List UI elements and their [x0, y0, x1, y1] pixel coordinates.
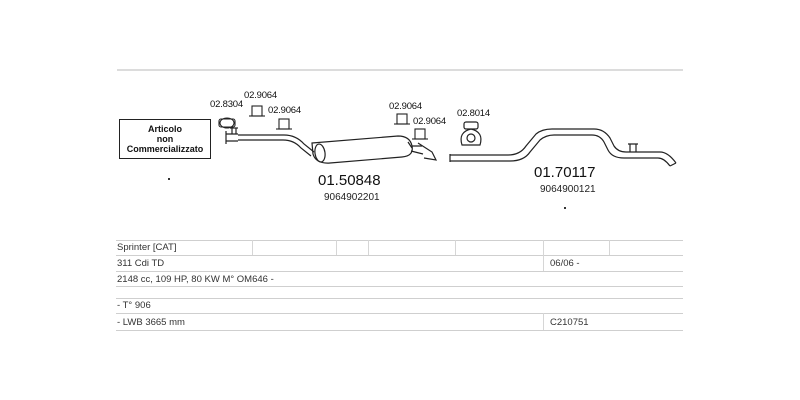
rear-section-number: 01.70117	[534, 164, 596, 181]
middle-section-oem: 9064902201	[324, 192, 380, 203]
part-code-02-9064-c: 02.9064	[389, 101, 422, 112]
middle-section-number: 01.50848	[318, 172, 381, 189]
table-line-3	[116, 286, 683, 287]
table-line-bottom	[116, 330, 683, 331]
vehicle-model: Sprinter [CAT]	[117, 242, 177, 253]
part-code-02-8304: 02.8304	[210, 99, 243, 110]
note-line-2: non	[156, 134, 174, 144]
table-divider-3	[368, 240, 369, 255]
vehicle-type: - T° 906	[117, 300, 151, 311]
hanger-rubbers-front	[218, 105, 428, 140]
front-pipe-stub	[225, 127, 238, 144]
part-code-02-9064-d: 02.9064	[413, 116, 446, 127]
vehicle-wheelbase: - LWB 3665 mm	[117, 317, 185, 328]
table-divider-2	[336, 240, 337, 255]
rear-section-oem: 9064900121	[540, 184, 596, 195]
exhaust-diagram: Articolo non Commercializzato 02.8304 02…	[117, 69, 683, 209]
part-code-02-9064-a: 02.9064	[244, 90, 277, 101]
marker-dot-right	[564, 207, 566, 209]
part-code-02-9064-b: 02.9064	[268, 105, 301, 116]
rear-section-pipe	[449, 128, 677, 167]
clamp-rear	[460, 121, 482, 146]
part-code-02-8014: 02.8014	[457, 108, 490, 119]
table-line-top	[116, 240, 683, 241]
table-line-1	[116, 255, 683, 256]
table-line-2	[116, 271, 683, 272]
table-divider-1	[252, 240, 253, 255]
not-sold-note-box: Articolo non Commercializzato	[119, 119, 211, 159]
note-line-3: Commercializzato	[126, 144, 204, 154]
table-divider-4	[455, 240, 456, 255]
middle-silencer-assembly	[238, 134, 438, 164]
note-line-1: Articolo	[147, 124, 182, 134]
table-line-4	[116, 298, 683, 299]
vehicle-specs: 2148 cc, 109 HP, 80 KW M° OM646 -	[117, 274, 274, 285]
exhaust-drawing	[117, 69, 683, 167]
table-divider-6	[609, 240, 610, 255]
vehicle-code: C210751	[550, 317, 589, 328]
table-divider-7	[543, 313, 544, 330]
table-divider-5	[543, 240, 544, 271]
marker-dot-left	[168, 178, 170, 180]
vehicle-engine: 311 Cdi TD	[117, 258, 165, 269]
vehicle-date: 06/06 -	[550, 258, 580, 269]
table-line-5	[116, 313, 683, 314]
